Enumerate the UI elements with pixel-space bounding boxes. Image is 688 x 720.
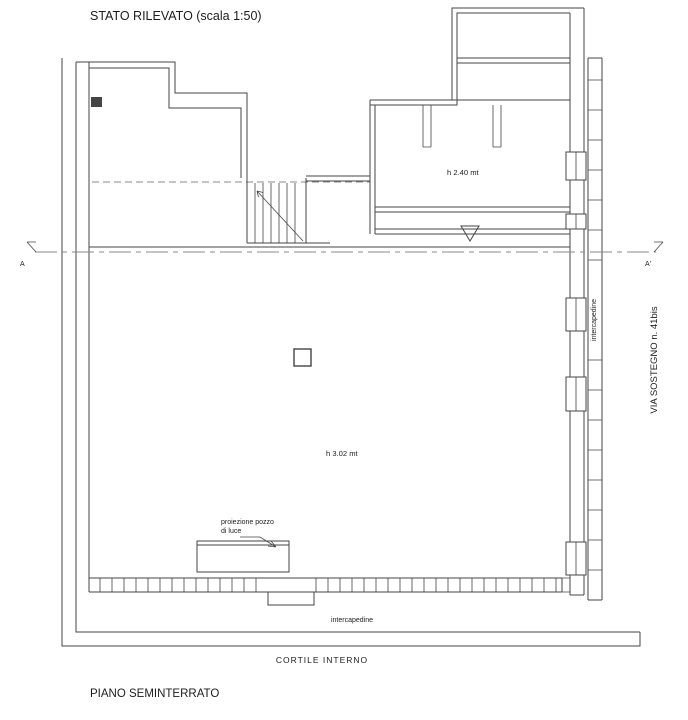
upper-room-height-label: h 2.40 mt [447, 168, 480, 177]
room-top-wall-outer [370, 7, 584, 101]
stair-treads [254, 183, 296, 243]
room-bottom-wall-lower [375, 228, 570, 235]
room-top-wall-inner [370, 12, 570, 106]
light-well: proiezione pozzo di luce [196, 519, 290, 573]
band-wall-connector [562, 577, 570, 593]
entry-arrow-triangle [460, 225, 480, 242]
left-wall [76, 61, 90, 592]
pillar [293, 348, 312, 367]
step-wall-inner [89, 67, 242, 178]
courtyard-label: CORTILE INTERNO [276, 655, 368, 665]
light-well-outline [196, 540, 290, 573]
bottom-band-ticks [99, 578, 557, 592]
cavity-strip-outline [587, 57, 603, 601]
section-flag-left [26, 241, 37, 253]
step-wall-outer [89, 61, 248, 178]
main-room: h 3.02 mt [89, 246, 570, 458]
section-flag-right [653, 241, 664, 253]
street-label: VIA SOSTEGNO n. 41bis [649, 306, 660, 413]
light-well-label-line2: di luce [221, 528, 241, 535]
door-jamb-right [492, 105, 502, 148]
section-marker-left: A [20, 261, 25, 268]
door-jamb-left [422, 105, 432, 148]
main-room-height-label: h 3.02 mt [326, 449, 359, 458]
cavity-strip-ticks [588, 79, 602, 571]
alcove-divider-wall [457, 57, 570, 64]
right-cavity-strip: intercapedine [587, 57, 603, 601]
section-marker-right: A' [645, 261, 651, 268]
light-well-label-line1: proiezione pozzo [221, 519, 274, 526]
upper-room: h 2.40 mt [369, 7, 584, 242]
outer-boundary-line [61, 58, 641, 647]
band-step-opening [267, 591, 315, 606]
section-line: A A' [20, 241, 664, 268]
right-wall [565, 8, 587, 596]
stairs [246, 175, 370, 244]
bottom-band-outline [89, 577, 563, 593]
property-boundary [61, 58, 641, 647]
wall-pier [91, 97, 102, 107]
right-cavity-label: intercapedine [591, 299, 598, 341]
top-left-walls [89, 61, 248, 178]
floor-label: PIANO SEMINTERRATO [90, 688, 219, 700]
stair-landing-wall [306, 175, 370, 182]
room-bottom-wall-upper [375, 206, 570, 213]
light-well-leader-arrow [240, 536, 277, 548]
bottom-cavity-label: intercapedine [331, 617, 373, 624]
stair-direction-arrow [256, 190, 304, 242]
drawing-title: STATO RILEVATO (scala 1:50) [90, 9, 262, 23]
inner-boundary-line [75, 62, 640, 633]
bottom-band: intercapedine [89, 577, 570, 624]
